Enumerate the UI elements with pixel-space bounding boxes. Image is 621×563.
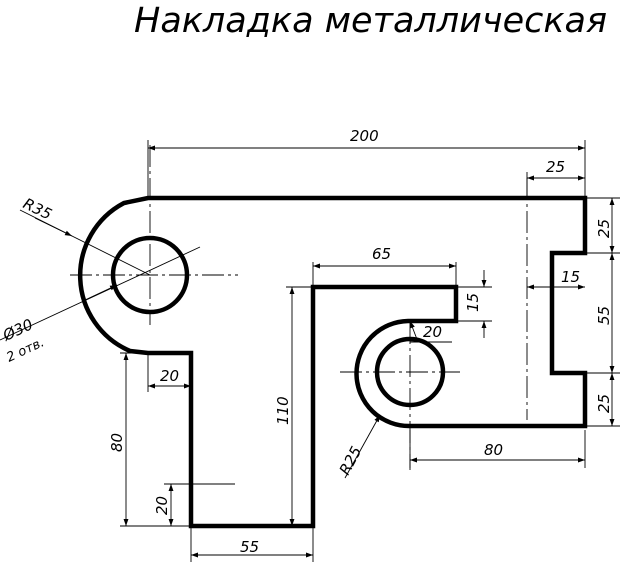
dimension-lines <box>0 140 620 562</box>
dim-left-bottom-height: 20 <box>153 496 171 515</box>
center-lines <box>70 145 528 470</box>
dim-slot-height: 15 <box>464 293 482 312</box>
dim-center-height: 110 <box>274 396 292 425</box>
dim-left-offset: 20 <box>160 367 179 385</box>
dim-left-lower-height: 80 <box>108 433 126 452</box>
dim-slot-radius: 20 <box>423 323 442 341</box>
dim-left-foot-width: 55 <box>240 538 259 556</box>
dim-bottom-right-width: 80 <box>484 441 503 459</box>
dim-right-bottom-height: 25 <box>595 394 613 413</box>
dim-right-top-height: 25 <box>595 219 613 238</box>
dim-overall-width: 200 <box>350 127 379 145</box>
part-outline <box>77 195 588 529</box>
dimension-labels: 200 25 25 15 55 25 65 15 20 R25 80 110 5… <box>0 127 613 556</box>
dim-top-right-step: 25 <box>546 158 565 176</box>
dim-notch-height: 55 <box>595 306 613 325</box>
dim-slot-width: 65 <box>372 245 391 263</box>
dim-notch-depth: 15 <box>561 268 580 286</box>
drawing-title: Накладка металлическая <box>134 1 607 41</box>
